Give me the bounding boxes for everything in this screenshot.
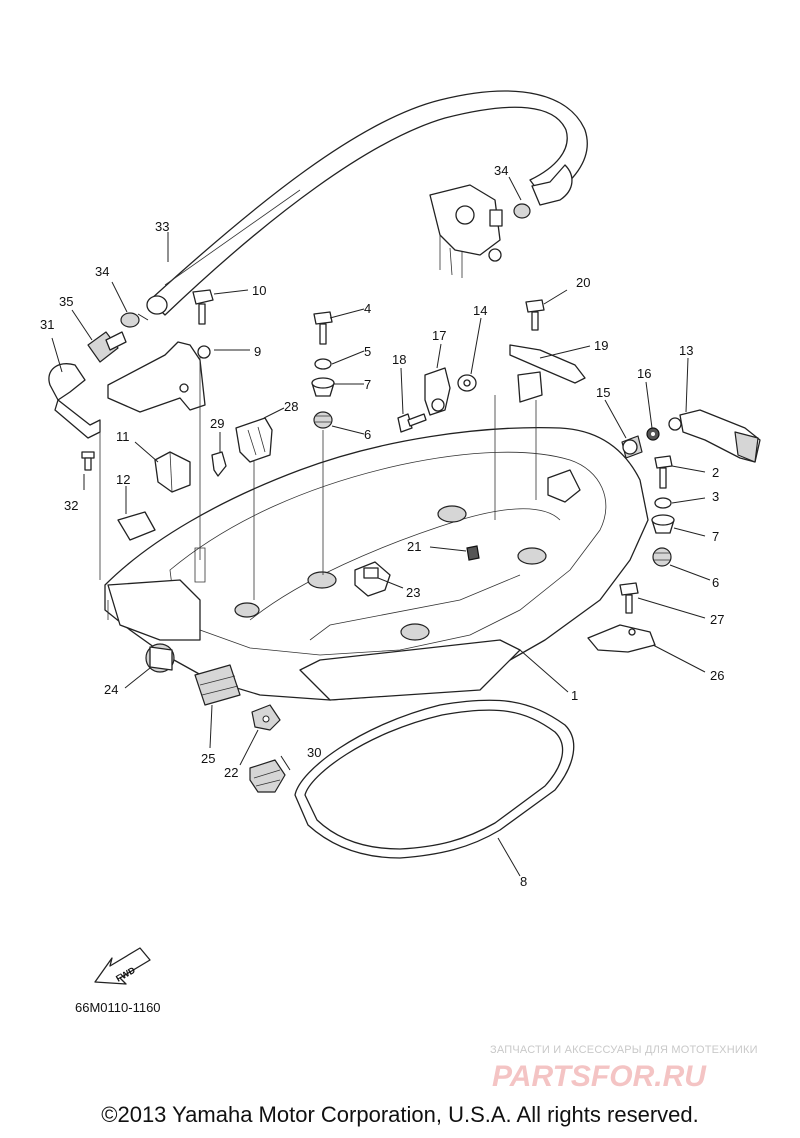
copyright-footer: ©2013 Yamaha Motor Corporation, U.S.A. A… xyxy=(101,1102,699,1127)
wire-stay-29 xyxy=(211,451,227,477)
screw-32 xyxy=(81,451,95,471)
hose-clamp-left xyxy=(120,312,149,328)
callout-32: 32 xyxy=(64,498,78,513)
grommet-15 xyxy=(621,435,643,459)
callout-12: 12 xyxy=(116,472,130,487)
grommet-30 xyxy=(249,759,286,793)
watermark-logo: PARTSFOR.RU xyxy=(492,1060,707,1092)
cap-24 xyxy=(145,643,175,673)
collar-7-right xyxy=(651,514,675,534)
callout-10: 10 xyxy=(252,283,266,298)
callout-31: 31 xyxy=(40,317,54,332)
grommet-fitting xyxy=(87,331,127,363)
mounting-plate xyxy=(107,341,211,413)
cable-holder xyxy=(48,363,101,439)
hose-part xyxy=(146,90,588,316)
callout-17: 17 xyxy=(432,328,446,343)
callout-11: 11 xyxy=(116,429,130,444)
bolt-10 xyxy=(192,289,214,325)
plug-21 xyxy=(466,545,480,561)
lever-13 xyxy=(668,409,761,463)
callout-18: 18 xyxy=(392,352,406,367)
seal-ring-8 xyxy=(294,699,575,859)
callout-7b: 7 xyxy=(712,529,719,544)
plate-26 xyxy=(587,624,656,653)
callout-33: 33 xyxy=(155,219,169,234)
svg-text:PARTSFOR.RU: PARTSFOR.RU xyxy=(492,1060,707,1092)
washer-14 xyxy=(457,374,477,392)
callout-24: 24 xyxy=(104,682,118,697)
callout-26: 26 xyxy=(710,668,724,683)
callout-1: 1 xyxy=(571,688,578,703)
bolt-4 xyxy=(313,311,333,345)
washer-3 xyxy=(654,497,672,509)
bolt-2 xyxy=(654,455,673,489)
fwd-arrow: FWD xyxy=(94,947,151,985)
grommet-23 xyxy=(354,561,391,597)
lever-17 xyxy=(424,367,451,416)
callout-25: 25 xyxy=(201,751,215,766)
callout-34b: 34 xyxy=(95,264,109,279)
cable-clip-28 xyxy=(235,417,273,463)
callout-6a: 6 xyxy=(364,427,371,442)
bolt-27 xyxy=(619,582,639,614)
callout-20: 20 xyxy=(576,275,590,290)
callout-16: 16 xyxy=(637,366,651,381)
hose-clamp-right xyxy=(513,203,531,219)
callout-8: 8 xyxy=(520,874,527,889)
grommet-22 xyxy=(251,704,281,731)
pad-12 xyxy=(117,511,156,541)
callout-19: 19 xyxy=(594,338,608,353)
callout-7a: 7 xyxy=(364,377,371,392)
callout-27: 27 xyxy=(710,612,724,627)
callout-5: 5 xyxy=(364,344,371,359)
callout-28: 28 xyxy=(284,399,298,414)
diagram-code: 66M0110-1160 xyxy=(75,1000,161,1015)
callout-9: 9 xyxy=(254,344,261,359)
callout-21: 21 xyxy=(407,539,421,554)
callout-4: 4 xyxy=(364,301,371,316)
callout-23: 23 xyxy=(406,585,420,600)
damper-11 xyxy=(154,451,191,493)
washer-5 xyxy=(314,358,332,370)
callout-13: 13 xyxy=(679,343,693,358)
callout-6b: 6 xyxy=(712,575,719,590)
bolt-20 xyxy=(525,299,545,331)
callout-22: 22 xyxy=(224,765,238,780)
callout-29: 29 xyxy=(210,416,224,431)
callout-30: 30 xyxy=(307,745,321,760)
lock-plate-19 xyxy=(509,344,586,403)
collar-7-left xyxy=(311,377,335,397)
watermark-tagline: ЗАПЧАСТИ И АКСЕССУАРЫ ДЛЯ МОТОТЕХНИКИ xyxy=(490,1044,758,1056)
callout-35: 35 xyxy=(59,294,73,309)
bolt-18 xyxy=(397,413,427,433)
callout-labels: 1 2 3 4 5 6 6 7 7 8 9 10 11 12 13 14 15 … xyxy=(40,163,724,889)
leader-lines xyxy=(51,176,711,877)
callout-14: 14 xyxy=(473,303,487,318)
callout-15: 15 xyxy=(596,385,610,400)
grommet-6-right xyxy=(652,547,672,567)
washer-16 xyxy=(646,427,660,441)
seal-25 xyxy=(194,664,241,706)
intake-bracket xyxy=(429,184,503,278)
callout-3: 3 xyxy=(712,489,719,504)
callout-34a: 34 xyxy=(494,163,508,178)
grommet-6-left xyxy=(313,411,333,429)
callout-2: 2 xyxy=(712,465,719,480)
